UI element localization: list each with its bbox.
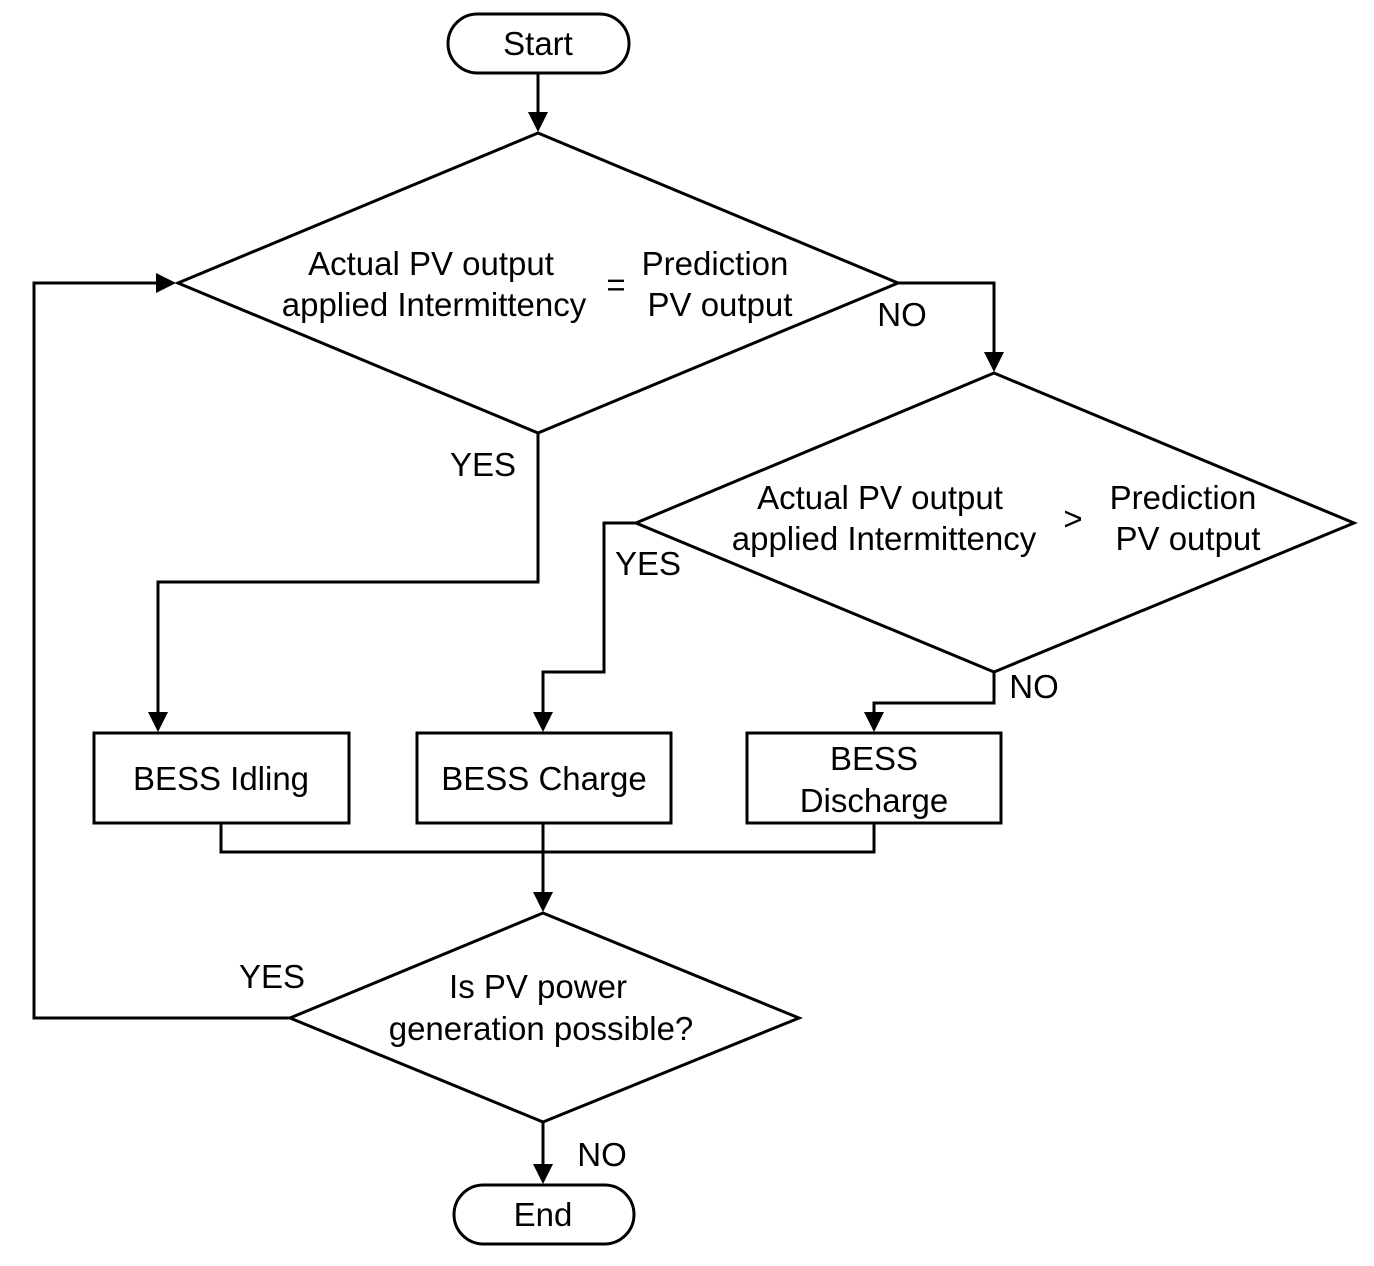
arrowhead-end-top [533,1164,553,1184]
decision1-left-line2: applied Intermittency [282,286,587,323]
end-node: End [452,1183,636,1246]
decision3-diamond [286,911,803,1124]
decision2-operator: > [1063,500,1082,537]
decision3-node: Is PV power generation possible? [286,911,803,1124]
discharge-label-line1: BESS [830,740,918,777]
end-label: End [514,1196,573,1233]
decision1-node: Actual PV output applied Intermittency =… [174,131,902,435]
discharge-label-line2: Discharge [800,782,949,819]
edge-decision2-no [872,672,996,714]
idle-node: BESS Idling [92,731,351,825]
charge-node: BESS Charge [415,731,673,825]
decision1-right-line2: PV output [648,286,793,323]
decision3-line2: generation possible? [389,1010,694,1047]
end-terminator-shape [452,1183,636,1246]
decision1-operator: = [606,266,625,303]
decision3-yes-label: YES [239,958,305,995]
decision2-right-line2: PV output [1116,520,1261,557]
idle-label: BESS Idling [133,760,309,797]
decision3-no-label: NO [577,1136,627,1173]
edge-idle-merge [219,823,876,854]
decision1-no-label: NO [877,296,927,333]
arrowhead-decision3-top [533,892,553,912]
edge-decision2-yes [541,521,636,714]
decision2-node: Actual PV output applied Intermittency >… [632,371,1358,674]
start-label: Start [503,25,573,62]
discharge-node: BESS Discharge [745,731,1003,825]
decision1-left-line1: Actual PV output [308,245,554,282]
decision2-right-line1: Prediction [1110,479,1257,516]
connectors [32,73,1004,1184]
arrowhead-decision2-top [984,352,1004,372]
arrowhead-discharge-top [864,712,884,732]
charge-label: BESS Charge [441,760,646,797]
arrowhead-decision1-top [528,112,548,132]
decision2-left-line2: applied Intermittency [732,520,1037,557]
decision3-line1: Is PV power [449,968,627,1005]
decision1-yes-label: YES [450,446,516,483]
arrowhead-charge-top [533,712,553,732]
edge-decision1-no [898,281,996,354]
discharge-process-box [745,731,1003,825]
edge-decision1-yes [156,433,540,714]
start-terminator-shape [446,12,631,75]
edge-labels: NO YES YES NO YES NO [239,296,1059,1173]
edge-decision3-yes-loop [32,281,290,1020]
decision1-right-line1: Prediction [642,245,789,282]
decision2-no-label: NO [1009,668,1059,705]
decision2-yes-label: YES [615,545,681,582]
start-node: Start [446,12,631,75]
idle-process-box [92,731,351,825]
decision2-diamond [632,371,1358,674]
decision1-diamond [174,131,902,435]
arrowhead-decision1-left [156,273,176,293]
decision2-left-line1: Actual PV output [757,479,1003,516]
charge-process-box [415,731,673,825]
arrowhead-idle-top [148,712,168,732]
